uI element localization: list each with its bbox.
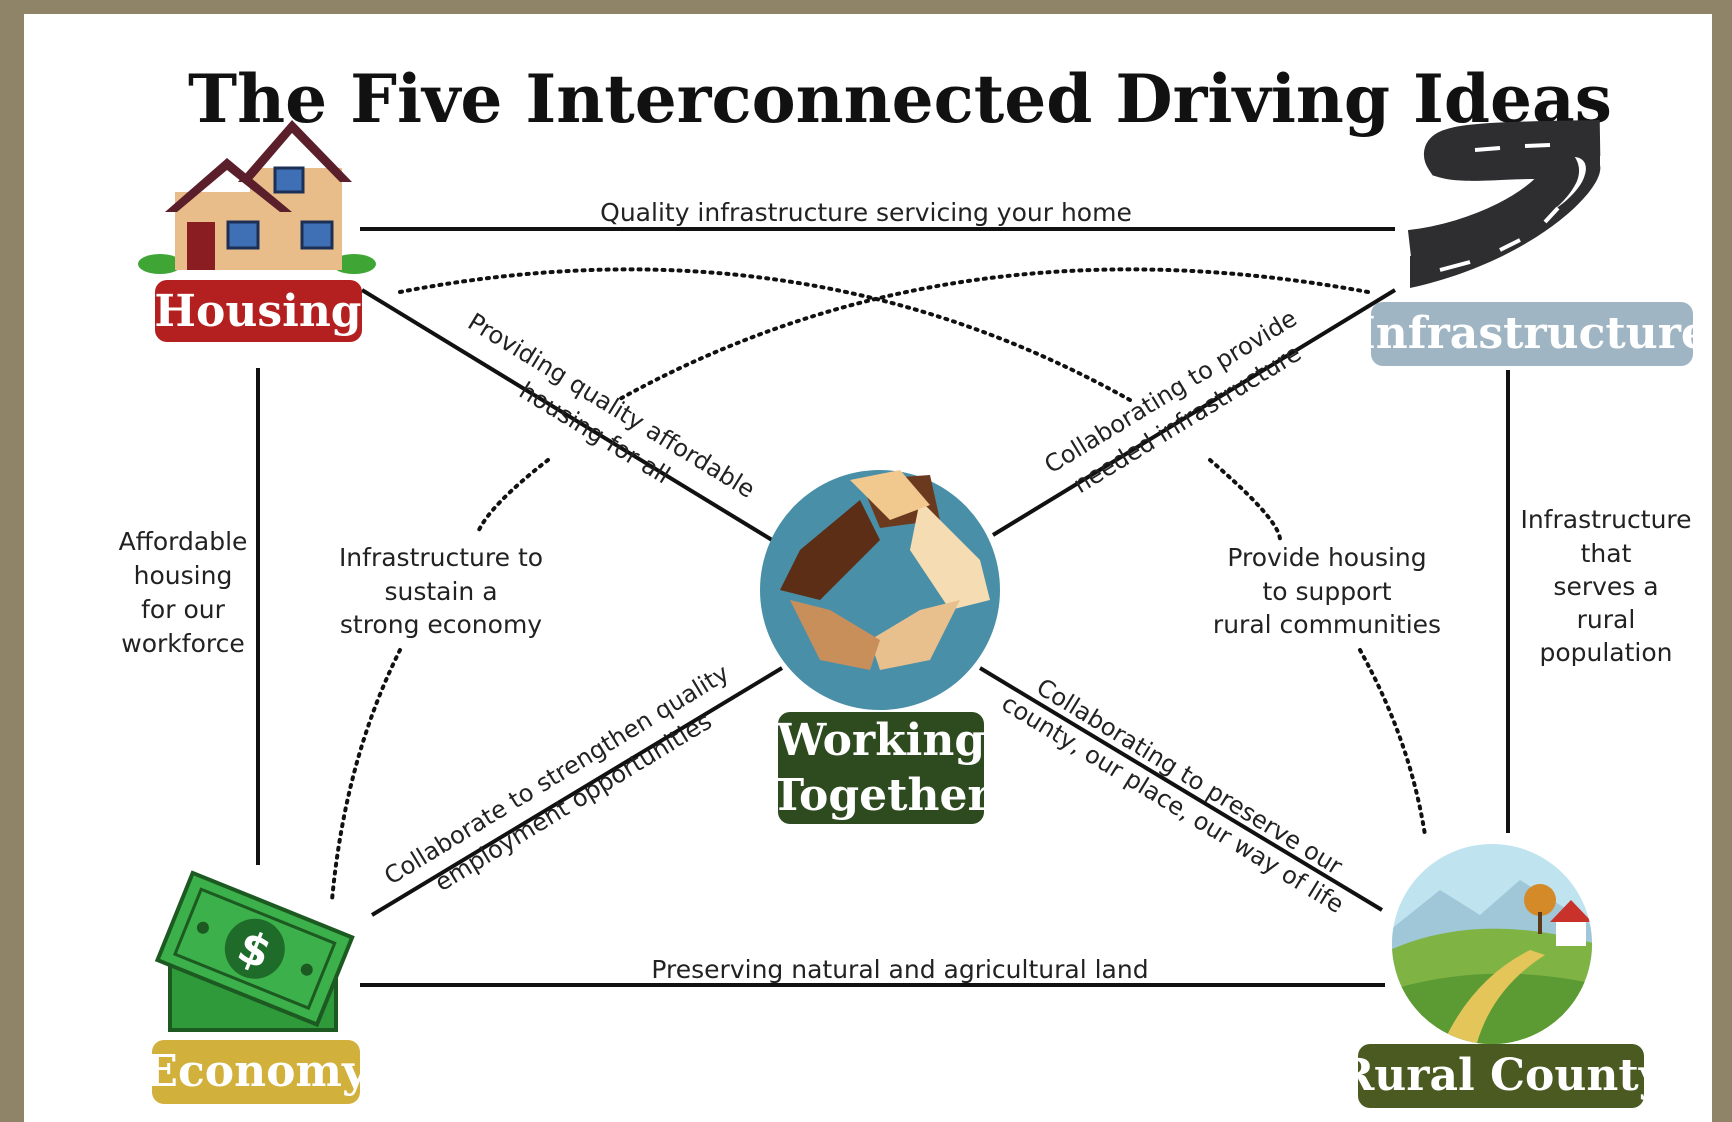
housing-label: Housing [154,286,361,337]
line-infrastructure-center [991,288,1397,537]
economy-pill [152,1040,360,1104]
rural-pill [1358,1044,1644,1108]
road-icon [1407,120,1601,288]
svg-text:to support: to support [1262,577,1391,606]
center-label-line1: Working [776,715,985,766]
svg-text:that: that [1581,539,1632,568]
svg-text:Infrastructure: Infrastructure [1520,505,1691,534]
label-infrastructure-rural: Infrastructure that serves a rural popul… [1520,505,1691,667]
svg-text:sustain a: sustain a [384,577,497,606]
node-housing: Housing [138,120,376,342]
node-center: Working Together [760,470,1000,824]
landscape-icon [1392,844,1592,1044]
line-economy-center [370,666,784,917]
connector-lines [256,227,1510,987]
infrastructure-label: Infrastructure [1355,308,1709,359]
center-label-line2: Together [771,770,991,821]
svg-text:population: population [1539,638,1672,667]
label-infrastructure-economy: Infrastructure to sustain a strong econo… [339,543,543,639]
label-economy-rural: Preserving natural and agricultural land [651,955,1148,984]
housing-pill [155,280,362,342]
line-housing-center [360,288,774,542]
infrastructure-pill [1371,302,1693,366]
arc-infrastructure-economy [330,267,1370,902]
svg-text:for our: for our [141,595,225,624]
dotted-arcs [330,267,1427,902]
hands-icon [760,470,1000,710]
rural-label: Rural County [1338,1050,1666,1101]
label-housing-economy: Affordable housing for our workforce [119,527,248,658]
money-icon: $ [154,870,355,1032]
label-housing-infrastructure: Quality infrastructure servicing your ho… [600,198,1132,227]
economy-label: Economy [144,1046,369,1097]
svg-text:rural: rural [1577,605,1636,634]
node-economy: $ Economy [144,870,369,1104]
svg-text:rural communities: rural communities [1213,610,1441,639]
svg-text:workforce: workforce [121,629,244,658]
svg-text:housing: housing [134,561,233,590]
svg-text:strong economy: strong economy [340,610,542,639]
house-icon [138,120,376,274]
svg-text:Provide housing: Provide housing [1227,543,1426,572]
arc-housing-rural [398,267,1427,837]
svg-text:Infrastructure to: Infrastructure to [339,543,543,572]
svg-text:Affordable: Affordable [119,527,248,556]
page-title: The Five Interconnected Driving Ideas [188,60,1612,138]
node-infrastructure: Infrastructure [1355,120,1709,366]
line-rural-center [978,666,1384,912]
node-rural: Rural County [1338,844,1666,1108]
svg-text:serves a: serves a [1553,572,1658,601]
center-pill [778,712,984,824]
label-housing-rural: Provide housing to support rural communi… [1213,543,1441,639]
